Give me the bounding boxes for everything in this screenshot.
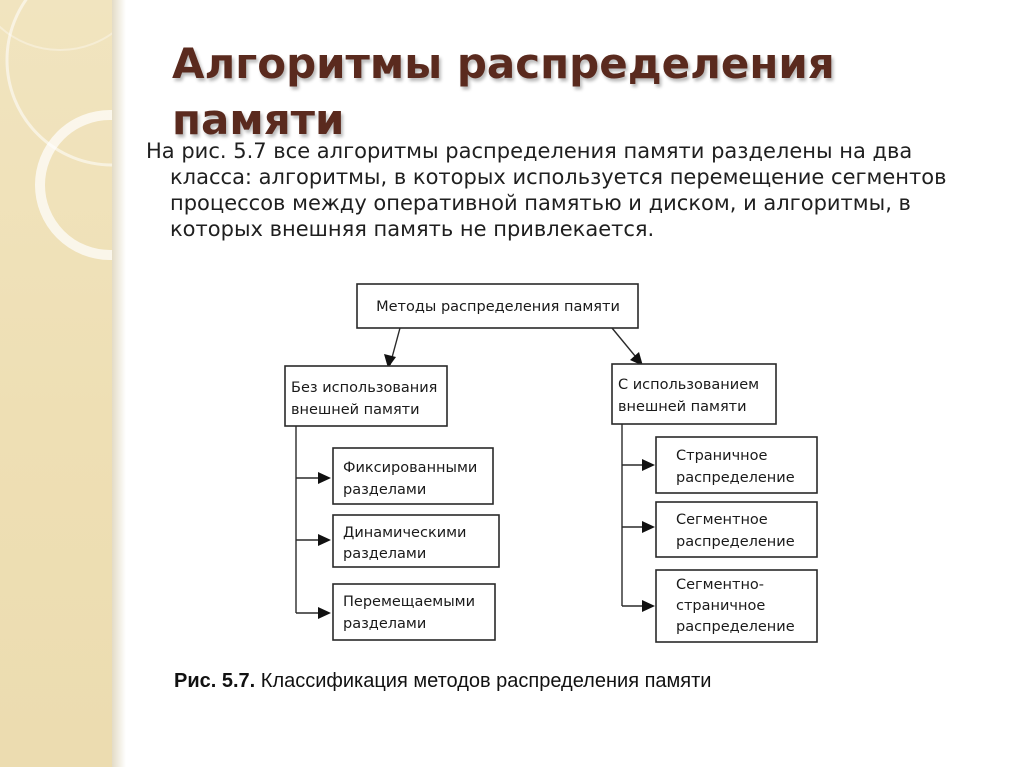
node-paged-allocation: Страничное распределение: [655, 436, 818, 494]
node-dynamic-partitions-line-1: Динамическими: [343, 525, 466, 541]
arrow-left-child-1: [318, 472, 331, 484]
node-without-external-memory-line-1: Без использования: [291, 380, 437, 396]
node-segment-page-allocation-line-2: страничное: [676, 598, 765, 614]
node-fixed-partitions-line-2: разделами: [343, 482, 426, 498]
intro-paragraph: На рис. 5.7 все алгоритмы распределения …: [146, 139, 947, 241]
node-segment-allocation: Сегментное распределение: [655, 501, 818, 558]
node-segment-page-allocation-line-1: Сегментно-: [676, 577, 764, 593]
node-paged-allocation-line-2: распределение: [676, 470, 795, 486]
arrow-left-child-3: [318, 607, 331, 619]
node-with-external-memory-line-2: внешней памяти: [618, 399, 747, 415]
side-strip-shadow: [112, 0, 126, 767]
node-root: Методы распределения памяти: [356, 283, 639, 329]
arrow-root-right: [630, 352, 643, 366]
slide-title: Алгоритмы распределения памяти: [172, 39, 835, 144]
node-with-external-memory: С использованием внешней памяти: [611, 363, 777, 425]
node-with-external-memory-line-1: С использованием: [618, 377, 759, 393]
figure-caption-text: Классификация методов распределения памя…: [260, 670, 712, 692]
node-without-external-memory: Без использования внешней памяти: [284, 365, 448, 427]
arrow-root-left: [384, 354, 396, 368]
node-fixed-partitions-line-1: Фиксированными: [343, 460, 477, 476]
arrow-right-child-2: [642, 521, 655, 533]
arrow-left-child-2: [318, 534, 331, 546]
figure-caption: Рис. 5.7. Классификация методов распреде…: [174, 670, 711, 693]
node-relocatable-partitions: Перемещаемыми разделами: [332, 583, 496, 641]
node-paged-allocation-line-1: Страничное: [676, 448, 767, 464]
decorative-side-strip: [0, 0, 112, 767]
node-segment-page-allocation-line-3: распределение: [676, 619, 795, 635]
node-segment-allocation-line-1: Сегментное: [676, 512, 768, 528]
arrow-right-child-3: [642, 600, 655, 612]
node-relocatable-partitions-line-2: разделами: [343, 616, 426, 632]
arrow-right-child-1: [642, 459, 655, 471]
node-relocatable-partitions-line-1: Перемещаемыми: [343, 594, 475, 610]
node-segment-allocation-line-2: распределение: [676, 534, 795, 550]
figure-caption-label: Рис. 5.7.: [174, 670, 256, 692]
node-dynamic-partitions: Динамическими разделами: [332, 514, 500, 568]
node-without-external-memory-line-2: внешней памяти: [291, 402, 420, 418]
node-dynamic-partitions-line-2: разделами: [343, 546, 426, 562]
node-fixed-partitions: Фиксированными разделами: [332, 447, 494, 505]
decorative-circles: [0, 0, 112, 260]
node-segment-page-allocation: Сегментно- страничное распределение: [655, 569, 818, 643]
node-root-label: Методы распределения памяти: [376, 299, 620, 315]
